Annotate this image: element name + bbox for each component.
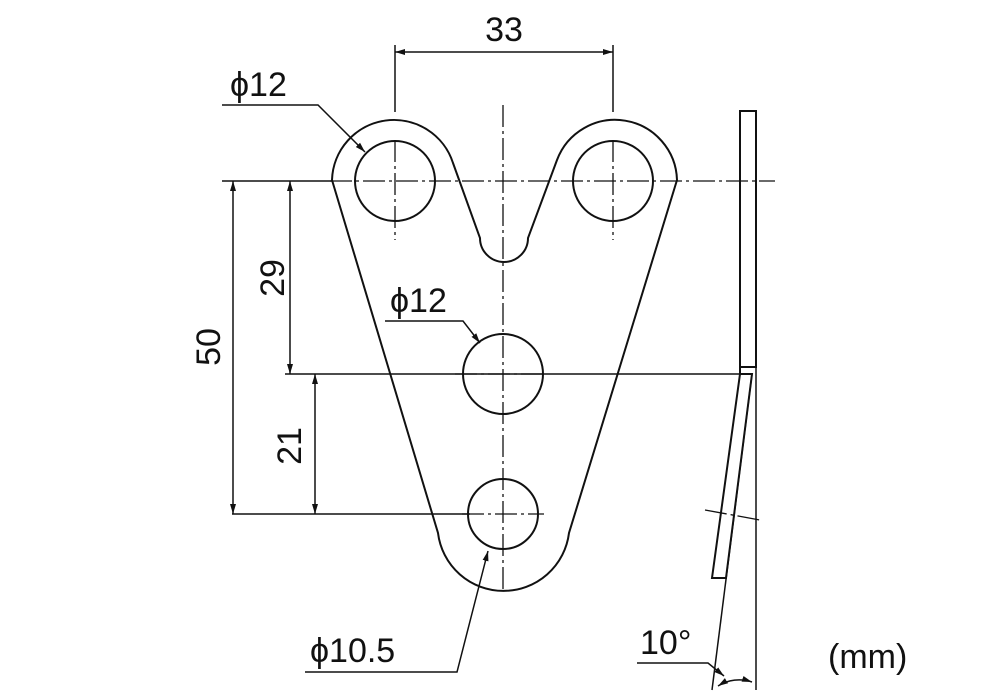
bottom-hole-diameter-label: ϕ10.5 <box>310 632 395 670</box>
dimension-29: 29 <box>254 181 293 374</box>
extension-lines <box>222 45 740 515</box>
plate-outline <box>330 118 679 592</box>
top-hole-diameter-label: ϕ12 <box>230 66 287 104</box>
leader-top-hole: ϕ12 <box>222 66 366 153</box>
center-lines <box>330 105 775 590</box>
dimension-29-label: 29 <box>254 259 292 297</box>
dimension-21: 21 <box>271 374 318 514</box>
dimension-33-label: 33 <box>485 11 523 49</box>
side-view: 10° <box>637 110 757 691</box>
leader-middle-hole: ϕ12 <box>385 282 481 344</box>
dimension-21-label: 21 <box>271 427 309 465</box>
unit-label: (mm) <box>828 638 907 676</box>
dimension-50: 50 <box>190 181 236 514</box>
dimension-50-label: 50 <box>190 328 228 366</box>
bend-angle-label: 10° <box>640 624 691 662</box>
middle-hole-diameter-label: ϕ12 <box>390 282 447 320</box>
leader-bottom-hole: ϕ10.5 <box>305 550 489 673</box>
dimension-33: 33 <box>395 11 613 55</box>
